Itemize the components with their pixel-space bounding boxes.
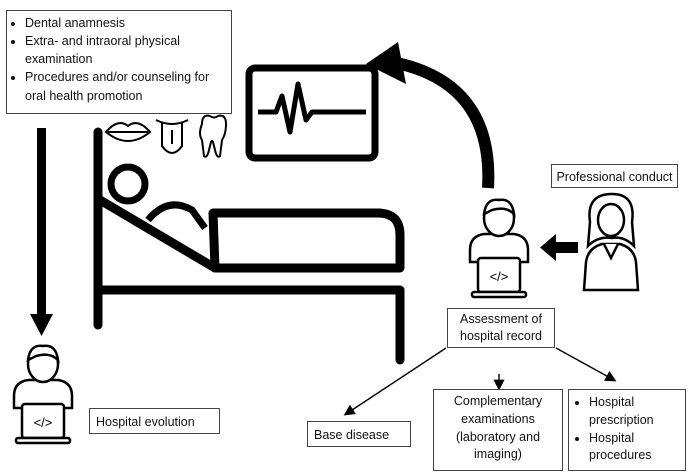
tongue-icon: [155, 119, 189, 154]
hospital-evolution-box: Hospital evolution: [89, 408, 220, 434]
professional-laptop-icon: [468, 198, 530, 299]
tooth-icon: [199, 114, 228, 158]
down-arrow: [30, 128, 53, 336]
complementary-box: Complementary examinations (laboratory a…: [433, 389, 563, 471]
evolution-laptop-icon: [12, 344, 74, 445]
laptop-code-icon-2: </>: [34, 415, 53, 430]
lips-icon: [104, 122, 152, 142]
heart-monitor-icon: [245, 64, 379, 162]
dental-care-box: Dental anamnesis Extra- and intraoral ph…: [6, 10, 232, 114]
patient-icon: [107, 163, 208, 231]
professional-conduct-label: Professional conduct: [556, 170, 673, 184]
dental-care-item: Extra- and intraoral physical examinatio…: [25, 32, 225, 68]
branch-arrows: [343, 347, 617, 416]
base-disease-label: Base disease: [314, 428, 390, 442]
base-disease-box: Base disease: [307, 421, 411, 447]
hospital-bed-icon: [93, 127, 405, 365]
laptop-code-icon: </>: [490, 269, 509, 284]
hospital-orders-item: Hospital prescription: [589, 394, 681, 430]
hospital-evolution-label: Hospital evolution: [96, 415, 195, 429]
hospital-orders-box: Hospital prescription Hospital procedure…: [568, 389, 686, 471]
complementary-label: Complementary examinations (laboratory a…: [453, 394, 543, 462]
dental-care-item: Dental anamnesis: [25, 14, 225, 32]
assessment-box: Assessment of hospital record: [447, 308, 555, 348]
dental-care-item: Procedures and/or counseling for oral he…: [25, 68, 225, 104]
hospital-orders-item: Hospital procedures: [589, 430, 681, 466]
left-arrow: [540, 234, 578, 261]
woman-icon: [582, 192, 640, 292]
assessment-label: Assessment of hospital record: [460, 312, 542, 343]
professional-conduct-box: Professional conduct: [551, 164, 678, 188]
curved-arrow: [366, 42, 495, 189]
